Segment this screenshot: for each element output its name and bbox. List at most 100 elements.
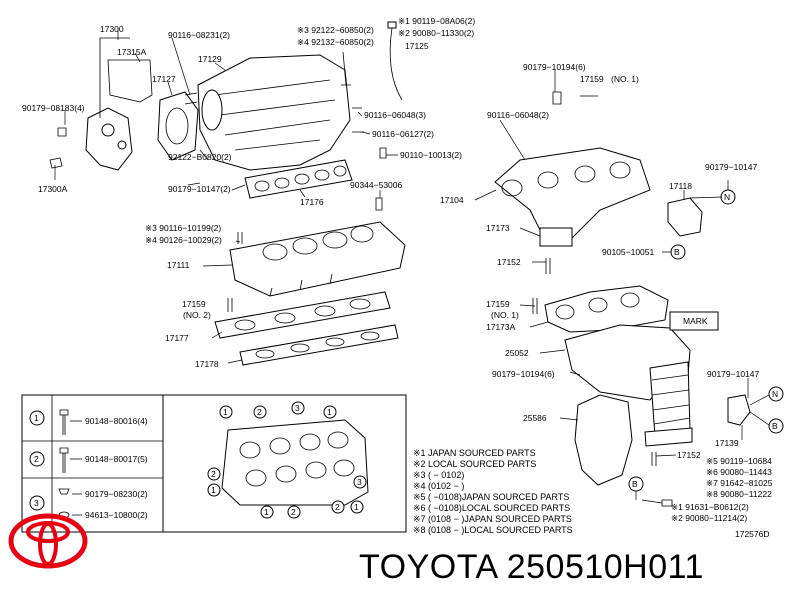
bolts-left: [49, 127, 67, 169]
label-90105-10051: 90105−10051: [602, 247, 655, 257]
sketch-num: 1: [264, 507, 269, 517]
gasket-17173a: [544, 285, 669, 333]
bolt-hole: [101, 123, 115, 137]
callout-n: N: [724, 192, 730, 202]
label-90116-06048-b: 90116−06048(2): [487, 110, 549, 120]
gasket-17127: [157, 91, 199, 161]
stud-17159: [227, 298, 233, 312]
label-17125: 17125: [405, 41, 429, 51]
label-17173a: 17173A: [486, 322, 516, 332]
label-17159-b: 17159: [580, 74, 604, 84]
label-90116-06048-a: 90116−06048(3): [364, 110, 426, 120]
sketch-num: 2: [211, 469, 216, 479]
lower-manifold-17111: [229, 221, 406, 297]
label-25052: 25052: [505, 348, 529, 358]
plenum-inlet: [201, 89, 223, 131]
bolt-icon-1: [59, 409, 69, 435]
label-17159-a: 17159: [182, 299, 206, 309]
pipe-17125: [389, 27, 403, 101]
nut-icon-3a: [58, 488, 70, 495]
pipe-fitting: [387, 21, 397, 29]
toyota-logo: [8, 513, 88, 569]
bracket-17139: [727, 394, 751, 426]
legend-num-1: 1: [34, 413, 39, 423]
callout-b: B: [674, 247, 680, 257]
sketch-num: 1: [327, 407, 332, 417]
bracket-17118: [667, 197, 703, 237]
callout-circle-b-2: [768, 418, 784, 434]
note-n7-part: ※7 91642−81025: [706, 478, 773, 488]
label-90179-10147-c: 90179−10147: [707, 369, 760, 379]
label-90110-10013: 90110−10013(2): [400, 150, 462, 160]
stud-17152-b: [651, 452, 657, 466]
label-17152-a: 17152: [497, 257, 521, 267]
legend-row-3b: 94613−10800(2): [85, 510, 148, 520]
label-n3-90116: ※3 90116−10199(2): [145, 223, 221, 233]
label-92122-b0820: 92122−B0820(2): [168, 152, 232, 162]
gasket-17315a: [107, 59, 153, 103]
label-17104: 17104: [440, 195, 464, 205]
drawing-code: 172576D: [735, 529, 770, 539]
callout-circle-n-2: [768, 386, 784, 402]
exhaust-manifold-17104: [494, 147, 651, 241]
lower-manifold-group: [202, 221, 406, 366]
sketch-num: 2: [335, 502, 340, 512]
legend-row-1: 90148−80016(4): [85, 416, 148, 426]
note-n4: ※4 (0102 − ): [413, 481, 464, 491]
note-n1-part: ※1 91631−B0612(2): [671, 502, 749, 512]
converter-ribs: [651, 374, 691, 425]
label-no1-b: (NO. 1): [491, 310, 519, 320]
label-17300: 17300: [100, 24, 124, 34]
bolt-icon-2: [59, 447, 69, 473]
sketch-num: 2: [257, 407, 262, 417]
label-17177: 17177: [165, 333, 189, 343]
label-17178: 17178: [195, 359, 219, 369]
label-17315a: 17315A: [117, 47, 147, 57]
note-n8-part: ※8 90080−11222: [706, 489, 772, 499]
legend-gasket-sketch: [221, 419, 369, 506]
label-17159-c: 17159: [486, 299, 510, 309]
gasket-bore: [165, 107, 189, 145]
plenum-runners: [214, 79, 336, 151]
label-n3-92122: ※3 92122−60850(2): [297, 25, 374, 35]
label-25586: 25586: [523, 413, 547, 423]
label-17139: 17139: [715, 438, 739, 448]
throttle-body-group: [49, 28, 353, 199]
label-no1: (NO. 1): [611, 74, 639, 84]
note-n5: ※5 ( −0108)JAPAN SOURCED PARTS: [413, 492, 569, 502]
center-bolts: [352, 107, 387, 211]
sketch-num: 1: [354, 502, 359, 512]
legend-row-3a: 90179−08230(2): [85, 489, 148, 499]
bracket-leader: [99, 37, 130, 118]
bolt-hole: [117, 140, 127, 150]
bolts-17159: [552, 91, 598, 105]
label-90116-08231: 90116−08231(2): [168, 30, 230, 40]
label-90179-08183: 90179−08183(4): [22, 103, 85, 113]
note-n5-part: ※5 90119−10684: [706, 456, 772, 466]
label-no2: (NO. 2): [183, 310, 211, 320]
sketch-num: 2: [291, 507, 296, 517]
label-n2-90080: ※2 90080−11330(2): [398, 28, 474, 38]
note-n3: ※3 ( − 0102): [413, 470, 464, 480]
legend-circle-2: [29, 451, 45, 467]
footer-title: TOYOTA 250510H011: [359, 548, 704, 586]
sketch-num: 3: [295, 403, 300, 413]
legend-num-3: 3: [34, 498, 39, 508]
exhaust-manifold-rear: [519, 285, 784, 507]
label-90179-10147-a: 90179−10147(2): [168, 184, 231, 194]
note-n7: ※7 (0108 − )JAPAN SOURCED PARTS: [413, 514, 572, 524]
gasket-17178: [239, 324, 399, 366]
note-n6: ※6 ( −0108)LOCAL SOURCED PARTS: [413, 503, 570, 513]
converter-flange: [644, 427, 693, 447]
label-mark: MARK: [683, 316, 708, 326]
sketch-callouts: [207, 401, 367, 519]
label-17152-b: 17152: [677, 450, 701, 460]
legend-row-2: 90148−80017(5): [85, 454, 148, 464]
sketch-num: 1: [223, 407, 228, 417]
legend-circle-1: [29, 410, 45, 426]
callout-n-2: N: [772, 389, 778, 399]
label-17173: 17173: [486, 223, 510, 233]
legend-table: [21, 394, 407, 533]
exhaust-manifold-front: [474, 70, 736, 274]
